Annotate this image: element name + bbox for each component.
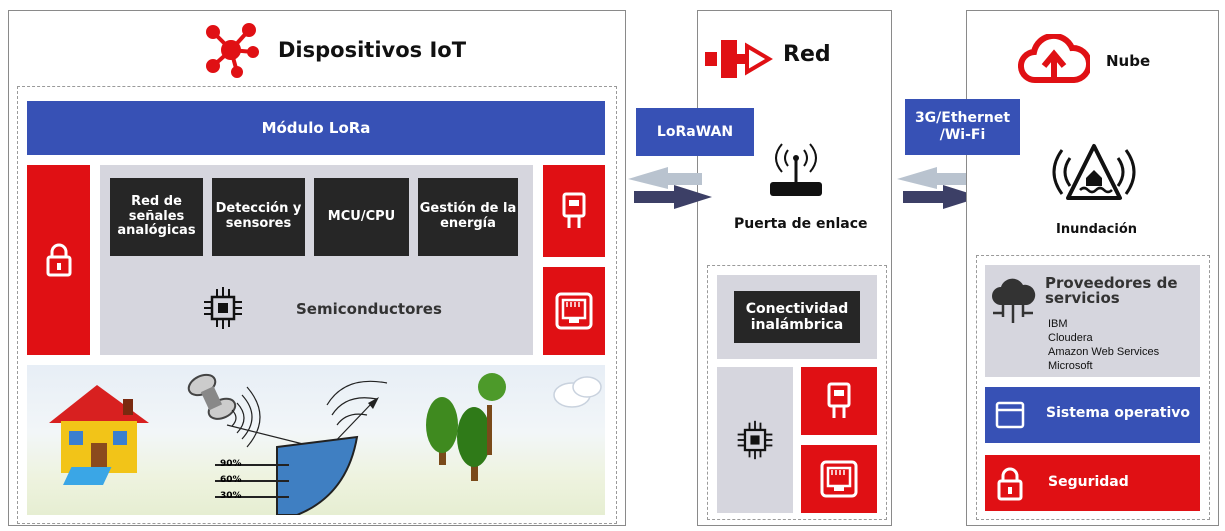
cloud-upload-icon	[1018, 34, 1090, 86]
lora-module-bar: Módulo LoRa	[27, 101, 605, 155]
iot-scene-illustration	[27, 365, 605, 515]
arrows-red-nube	[897, 165, 982, 215]
window-icon	[994, 400, 1026, 430]
block-mcu-cpu: MCU/CPU	[314, 178, 409, 256]
cloud-network-icon	[989, 275, 1037, 327]
flood-warning-icon	[1048, 138, 1140, 212]
level-30: 30%	[220, 491, 242, 501]
trees-icon	[426, 373, 506, 481]
gateway-label: Puerta de enlace	[734, 216, 868, 232]
chip-icon	[200, 285, 246, 331]
semiconductors-label: Semiconductores	[296, 300, 442, 318]
operating-system-label: Sistema operativo	[1046, 405, 1191, 421]
lorawan-label: LoRaWAN	[636, 108, 754, 156]
red-inner-frame	[707, 265, 887, 520]
red-connector-block	[801, 367, 877, 435]
lock-icon	[996, 466, 1024, 502]
iot-connector-block	[543, 165, 605, 257]
operating-system-block	[985, 387, 1200, 443]
service-providers-title: Proveedores de servicios	[1045, 274, 1178, 307]
provider-aws: Amazon Web Services	[1048, 346, 1160, 358]
radar-sensor-icon	[187, 373, 237, 420]
iot-title: Dispositivos IoT	[278, 38, 467, 62]
level-60: 60%	[220, 475, 242, 485]
ethernet-port-icon	[820, 460, 858, 498]
nube-title: Nube	[1106, 52, 1151, 70]
red-title: Red	[783, 42, 831, 67]
house-icon	[49, 385, 149, 485]
provider-ibm: IBM	[1048, 318, 1068, 330]
cloud-icon	[553, 376, 602, 408]
iot-security-block	[27, 165, 90, 355]
water-level-icon	[215, 435, 359, 515]
lock-icon	[46, 243, 71, 277]
arrows-iot-red	[628, 165, 713, 215]
3g-ethernet-wifi-label: 3G/Ethernet /Wi-Fi	[905, 99, 1020, 155]
provider-cloudera: Cloudera	[1048, 332, 1093, 344]
red-ethernet-block	[801, 445, 877, 513]
iot-inner-frame	[17, 86, 617, 524]
usb-connector-icon	[562, 192, 586, 228]
wireless-connectivity-block: Conectividad inalámbrica	[734, 291, 860, 343]
network-arrow-icon	[705, 36, 775, 82]
provider-microsoft: Microsoft	[1048, 360, 1093, 372]
wireless-area: Conectividad inalámbrica	[717, 275, 877, 359]
red-chip-area	[717, 367, 793, 513]
block-detection-sensors: Detección y sensores	[212, 178, 305, 256]
security-label: Seguridad	[1048, 474, 1129, 490]
nube-inner-frame	[976, 255, 1210, 520]
router-icon	[760, 140, 832, 204]
iot-ethernet-block	[543, 267, 605, 355]
block-energy-management: Gestión de la energía	[418, 178, 518, 256]
iot-network-icon	[203, 22, 259, 78]
flood-label: Inundación	[1056, 222, 1138, 237]
chip-icon	[737, 420, 773, 460]
level-90: 90%	[220, 459, 242, 469]
block-analog-signals: Red de señales analógicas	[110, 178, 203, 256]
usb-connector-icon	[827, 382, 851, 418]
ethernet-port-icon	[555, 292, 593, 330]
